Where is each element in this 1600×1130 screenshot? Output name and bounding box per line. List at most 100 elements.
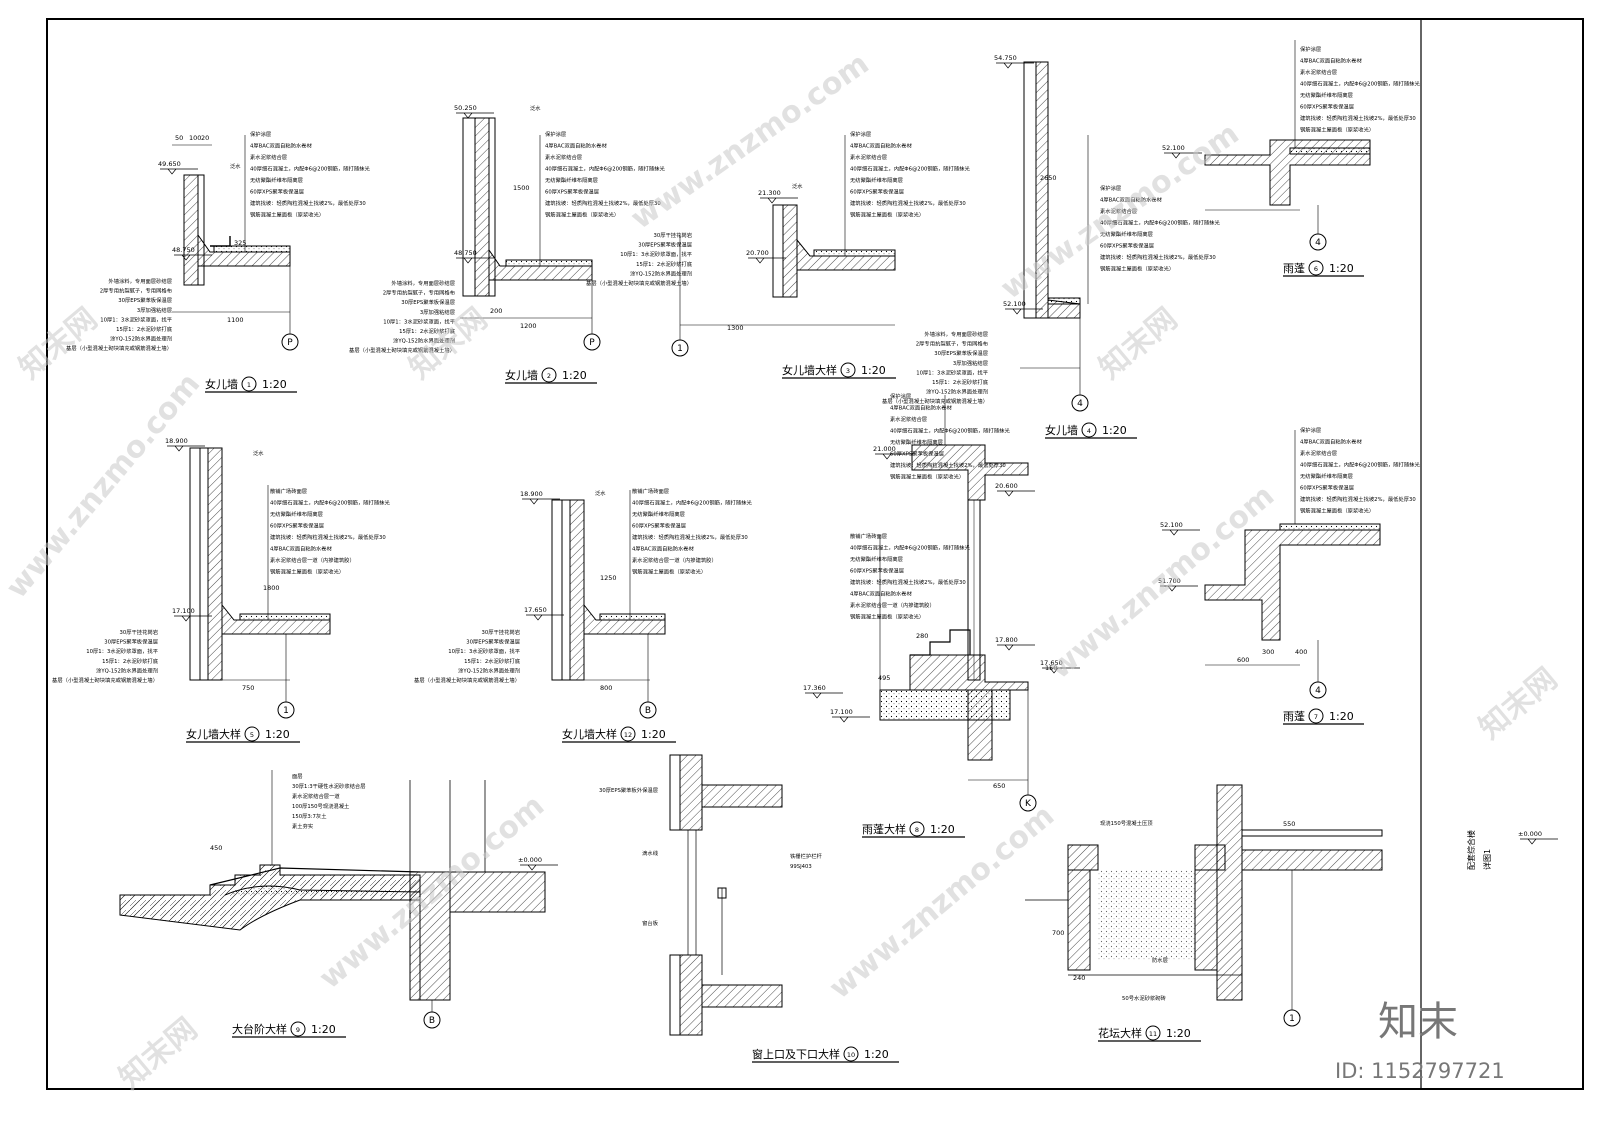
layer-note: 基层（小型混凝土砌块填充或钢筋混凝土墙） (349, 346, 455, 354)
layer-note: 4厚BAC双面自粘防水卷材 (890, 404, 953, 412)
layer-note: 30厚EPS聚苯板保温层 (118, 296, 172, 304)
layer-note: 钢筋混凝土屋面板（原浆收光） (250, 211, 324, 219)
flashing-label: 泛水 (792, 182, 803, 190)
layer-note: 40厚细石混凝土，内配Φ6@200钢筋，随打随抹光 (1100, 219, 1220, 227)
layer-note: 4厚BAC双面自粘防水卷材 (250, 142, 313, 150)
detail-number: 5 (250, 731, 254, 739)
grid-axis-label: 4 (1077, 399, 1083, 409)
elevation-mark: 49.650 (158, 160, 198, 175)
layer-note: 4厚BAC双面自粘防水卷材 (632, 545, 695, 553)
layer-note: 4厚BAC双面自粘防水卷材 (270, 545, 333, 553)
dimension-value: 300 (1262, 648, 1274, 656)
layer-note: 10厚1：3水泥砂浆罩面，找平 (916, 368, 988, 376)
layer-note: 无纺聚酯纤维布隔离层 (1100, 230, 1153, 238)
layer-note: 60厚XPS聚苯板保温层 (1300, 103, 1354, 111)
detail-window-10 (669, 754, 783, 1036)
elevation-value: ±0.000 (518, 856, 542, 864)
layer-note: 素水泥浆结合层 (1100, 207, 1137, 215)
dimension-value: 700 (1052, 929, 1064, 937)
layer-note: 素水泥浆结合层 (1300, 68, 1337, 76)
detail-number: 4 (1087, 427, 1091, 435)
elevation-mark: 52.100 (1003, 300, 1043, 315)
watermark-brand: 知末网 (1473, 661, 1564, 746)
layer-note: 素水泥浆结合层 (850, 153, 887, 161)
elevation-value: 17.800 (995, 636, 1018, 644)
elevation-value: 52.100 (1003, 300, 1026, 308)
elevation-value: 48.750 (454, 249, 477, 257)
detail-scale: 1:20 (311, 1023, 336, 1036)
layer-note: 30厚EPS聚苯板保温层 (466, 638, 520, 646)
dimension-value: 280 (916, 632, 928, 640)
layer-note: 保护涂层 (1300, 426, 1321, 434)
layer-note: 10厚1：3水泥砂浆罩面，找平 (383, 317, 455, 325)
grid-axis-label: B (645, 706, 651, 716)
window-note: 30厚EPS聚苯板外保温层 (599, 786, 658, 794)
dimension-value: 400 (1295, 648, 1307, 656)
dimension-value: 150 (1045, 664, 1057, 672)
dimension-value: 200 (490, 307, 502, 315)
layer-note: 15厚1：2水泥砂浆打底 (932, 378, 989, 386)
layer-note: 40厚细石混凝土，内配Φ6@200钢筋，随打随抹光 (850, 165, 970, 173)
layer-note: 4厚BAC双面自粘防水卷材 (545, 142, 608, 150)
detail-number: 2 (547, 372, 551, 380)
detail-scale: 1:20 (1166, 1027, 1191, 1040)
window-note: 窗台板 (642, 919, 659, 927)
grid-axis-label: P (287, 338, 293, 348)
layer-note: 2厚专用抗裂腻子，专用网格布 (383, 289, 455, 297)
elevation-value: 52.100 (1162, 144, 1185, 152)
dimension-value: 1250 (600, 574, 617, 582)
layer-note: 10厚1：3水泥砂浆罩面，找平 (620, 250, 692, 258)
layer-note: 10厚1：3水泥砂浆罩面，找平 (100, 315, 172, 323)
layer-note: 15厚1：2水泥砂浆打底 (399, 327, 456, 335)
elevation-mark: 17.800 (995, 636, 1035, 651)
layer-note: 建筑找坡：轻质陶粒混凝土找坡2%，最低处厚30 (632, 533, 748, 541)
elevation-mark: 17.100 (172, 607, 212, 622)
detail-title-name: 雨蓬 (1283, 262, 1305, 275)
layer-note: 无纺聚酯纤维布隔离层 (850, 555, 903, 563)
elevation-value: 52.100 (1160, 521, 1183, 529)
planter-note: 50号水泥砂浆砌砖 (1122, 994, 1167, 1002)
elevation-mark: 51.700 (1158, 577, 1198, 592)
layer-note: 100厚150号现浇混凝土 (292, 802, 350, 810)
detail-number-circle (620, 726, 636, 742)
planter-note: 防水层 (1152, 956, 1168, 964)
layer-note: 无纺聚酯纤维布隔离层 (545, 176, 598, 184)
layer-note: 涂YQ-152防水界面处理剂 (458, 666, 520, 674)
layer-note: 素水泥浆结合层一道（内掺建筑胶） (850, 601, 935, 609)
detail-number-circle (241, 376, 257, 392)
detail-title-name: 雨蓬大样 (862, 822, 906, 836)
detail-title-name: 花坛大样 (1098, 1026, 1142, 1040)
detail-parapet-12 (551, 490, 666, 719)
layer-note: 钢筋混凝土屋面板（原浆收光） (890, 473, 964, 481)
layer-note: 30厚EPS聚苯板保温层 (104, 638, 158, 646)
layer-note: 60厚XPS聚苯板保温层 (850, 188, 904, 196)
elevation-value: 17.100 (172, 607, 195, 615)
elevation-value: 20.600 (995, 482, 1018, 490)
detail-parapet-3 (671, 135, 896, 357)
detail-scale: 1:20 (864, 1048, 889, 1061)
layer-note: 散铺广场砖面层 (850, 532, 887, 540)
layer-note: 40厚细石混凝土，内配Φ6@200钢筋，随打随抹光 (1300, 80, 1420, 88)
watermark-site: www.znzmo.com (995, 116, 1246, 306)
detail-number-circle (1145, 1025, 1161, 1041)
layer-note: 保护涂层 (1100, 184, 1121, 192)
drawing-title: 详图1 (1482, 849, 1492, 870)
detail-number: 7 (1314, 713, 1318, 721)
elevation-value: 17.650 (524, 606, 547, 614)
elevation-mark: 52.100 (1162, 144, 1202, 159)
detail-number-circle (840, 362, 856, 378)
dimension-value: 1800 (263, 584, 280, 592)
elevation-value: ±0.000 (1518, 830, 1542, 838)
layer-note: 素水泥浆结合层 (890, 415, 927, 423)
dimension-value: 550 (1283, 820, 1295, 828)
layer-note: 10厚1：3水泥砂浆罩面，找平 (86, 647, 158, 655)
detail-number-circle (1308, 260, 1324, 276)
image-id: ID: 1152797721 (1335, 1059, 1505, 1083)
dimension-value: 800 (600, 684, 612, 692)
